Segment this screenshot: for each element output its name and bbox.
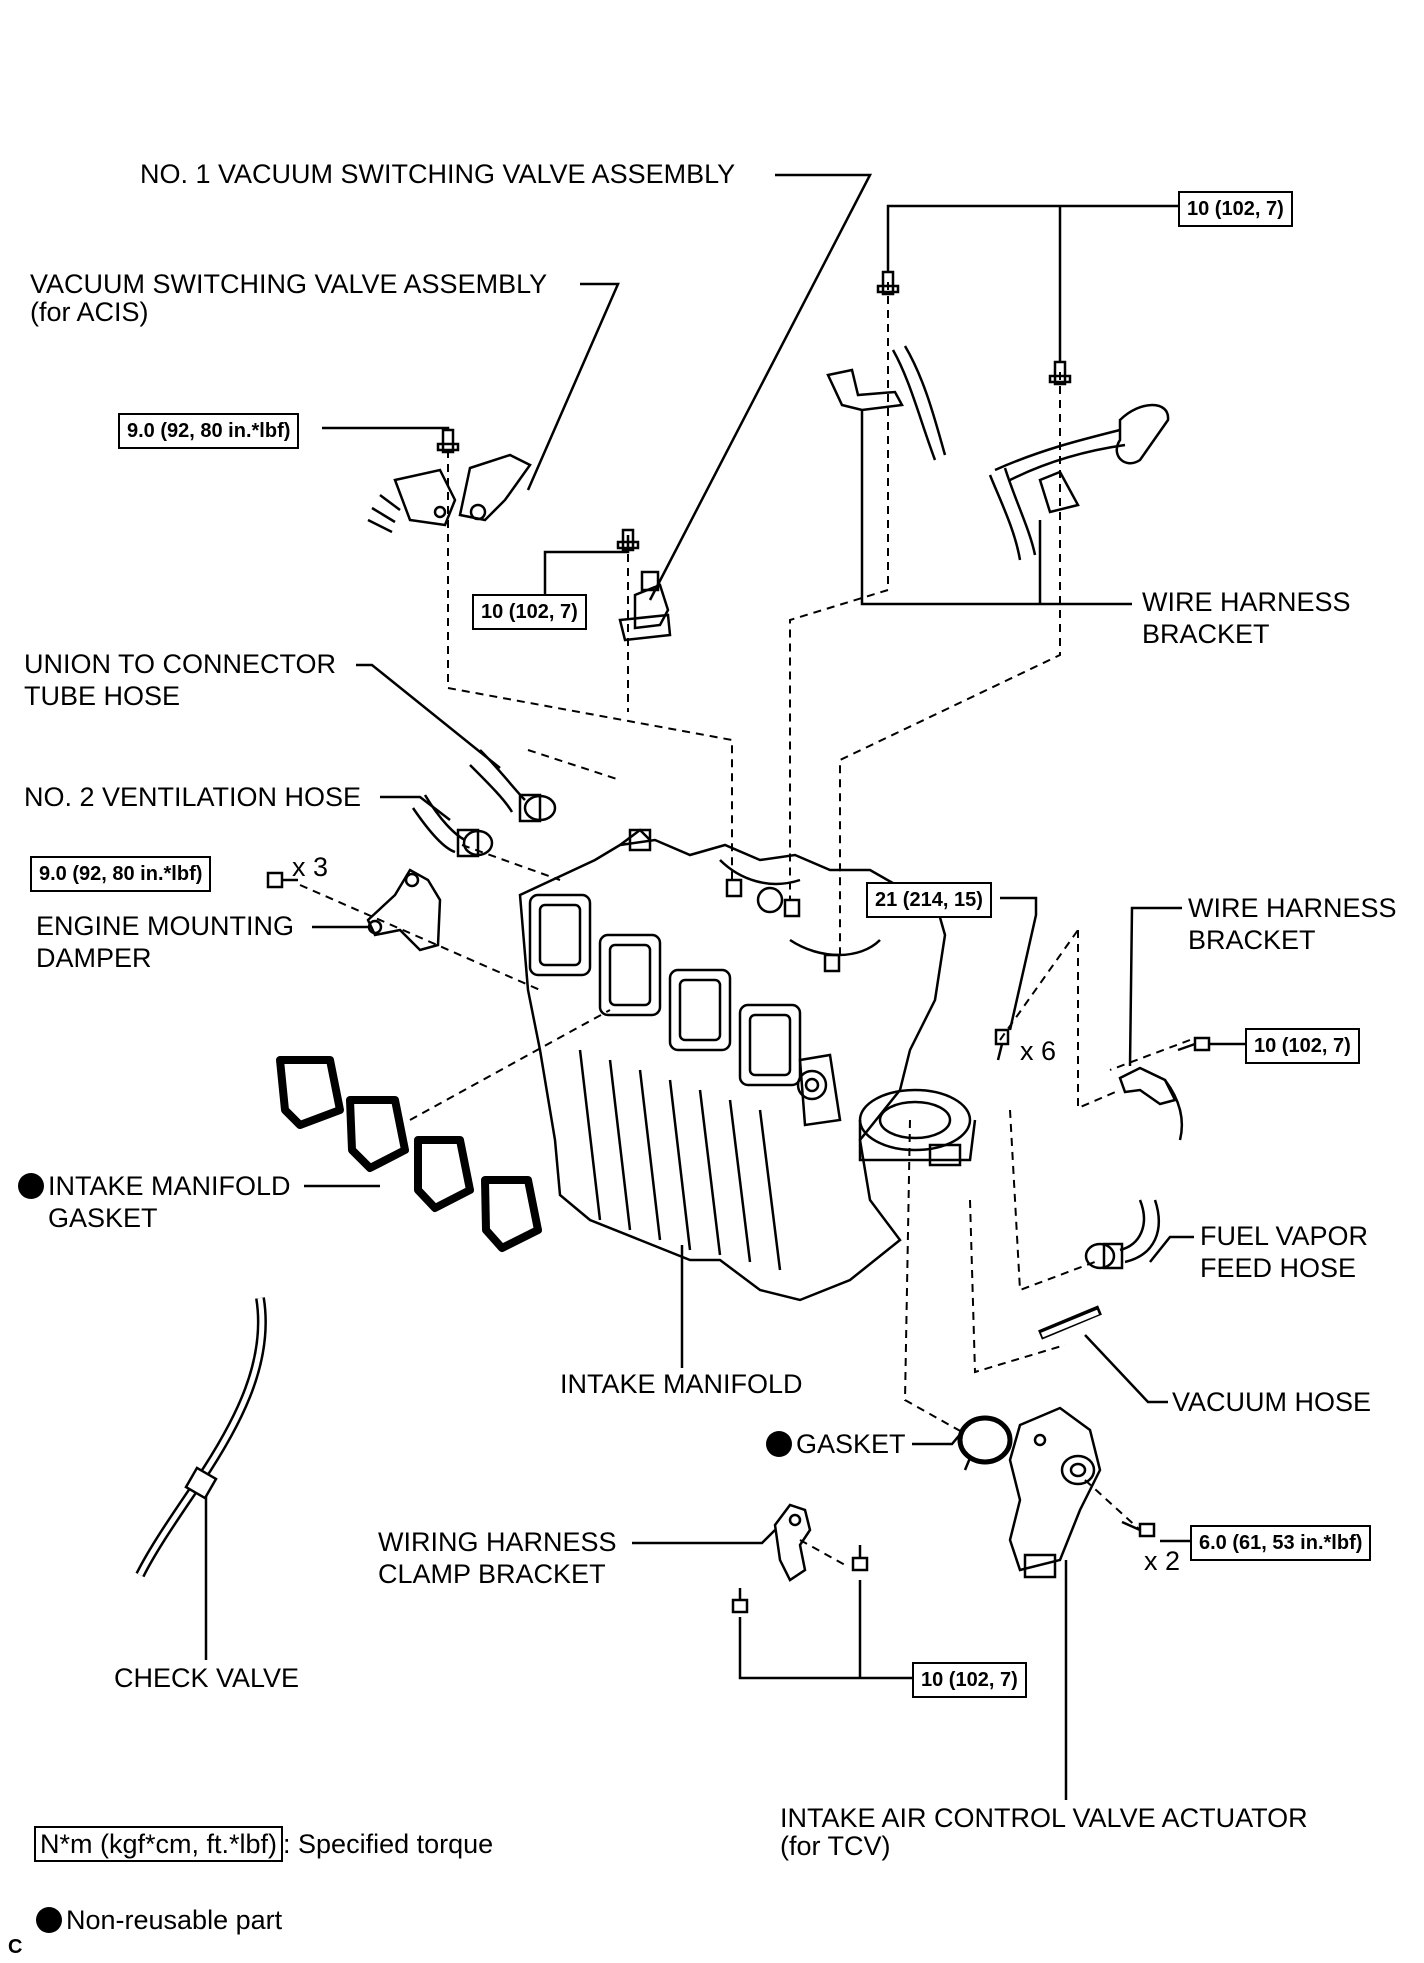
legend-torque: N*m (kgf*cm, ft.*lbf): Specified torque: [34, 1826, 493, 1862]
label-vsv1: NO. 1 VACUUM SWITCHING VALVE ASSEMBLY: [140, 159, 736, 189]
torque-box-actuator: 6.0 (61, 53 in.*lbf): [1190, 1525, 1372, 1561]
non-reusable-dot-icon: [36, 1907, 62, 1933]
torque-box-bracket-right: 10 (102, 7): [1245, 1028, 1360, 1064]
intake-manifold-part: [518, 828, 977, 1302]
bolt-vsv1: [616, 528, 640, 552]
label-union-hose: UNION TO CONNECTOR: [24, 649, 337, 679]
non-reusable-dot-icon: [766, 1431, 792, 1457]
clamp-bracket-part: [773, 1503, 812, 1582]
label-fuel-vapor-2: FEED HOSE: [1200, 1253, 1357, 1283]
wire-harness-bracket-top-left: [826, 345, 947, 461]
torque-box-top-right: 10 (102, 7): [1178, 191, 1293, 227]
bolt-bracket-right: [1177, 1036, 1211, 1052]
bolt-manifold: [994, 1028, 1010, 1061]
check-valve-part: [135, 1297, 267, 1578]
label-gasket: GASKET: [766, 1428, 906, 1460]
label-vsv-acis: VACUUM SWITCHING VALVE ASSEMBLY: [30, 269, 548, 299]
vsv-acis-part: [367, 453, 532, 534]
wire-harness-top-right: [988, 403, 1170, 561]
label-vsv-acis-note: (for ACIS): [30, 297, 149, 327]
legend-nonreusable: Non-reusable part: [36, 1905, 282, 1936]
fuel-vapor-feed-hose-part: [1084, 1199, 1160, 1270]
bolt-actuator: [1121, 1520, 1156, 1538]
bolt-acis: [436, 428, 460, 454]
wire-harness-bracket-right-part: [1118, 1066, 1184, 1141]
label-actuator: INTAKE AIR CONTROL VALVE ACTUATOR: [780, 1803, 1308, 1833]
bolt-clamp-right: [851, 1545, 869, 1572]
label-gasket-text: GASKET: [796, 1429, 906, 1459]
label-intake-manifold-gasket-text: INTAKE MANIFOLD: [48, 1171, 291, 1201]
gasket-ring-part: [957, 1415, 1013, 1471]
ventilation-hose-part: [411, 794, 494, 858]
label-clamp-bracket-2: CLAMP BRACKET: [378, 1559, 606, 1589]
torque-box-clamp: 10 (102, 7): [912, 1662, 1027, 1698]
torque-box-vsv1: 10 (102, 7): [472, 594, 587, 630]
label-vacuum-hose: VACUUM HOSE: [1172, 1387, 1372, 1417]
legend-torque-text: : Specified torque: [283, 1829, 494, 1859]
bolt-mount: [266, 871, 298, 889]
label-fuel-vapor: FUEL VAPOR: [1200, 1221, 1369, 1251]
label-intake-manifold-gasket-2: GASKET: [48, 1203, 158, 1233]
torque-box-mount: 9.0 (92, 80 in.*lbf): [30, 856, 212, 892]
label-engine-mounting-2: DAMPER: [36, 943, 152, 973]
dashed-alignment-lines: [299, 282, 1191, 1566]
non-reusable-dot-icon: [18, 1173, 44, 1199]
bolt-top-right: [1048, 360, 1072, 386]
multiplier-mount: x 3: [292, 852, 329, 882]
label-actuator-2: (for TCV): [780, 1831, 891, 1861]
bolt-top-left: [876, 270, 900, 296]
label-ventilation-hose: NO. 2 VENTILATION HOSE: [24, 782, 362, 812]
legend-nonreusable-text: Non-reusable part: [66, 1905, 283, 1935]
vsv1-part: [618, 570, 672, 642]
corner-code: C: [8, 1936, 23, 1958]
label-check-valve: CHECK VALVE: [114, 1663, 300, 1693]
multiplier-manifold: x 6: [1020, 1036, 1057, 1066]
intake-manifold-gasket-part: [276, 1056, 542, 1252]
union-hose-part: [469, 749, 557, 823]
leader-lines: [204, 173, 1245, 1800]
label-wire-harness-bracket-top: WIRE HARNESS: [1142, 587, 1351, 617]
torque-box-acis: 9.0 (92, 80 in.*lbf): [118, 413, 300, 449]
engine-mounting-damper-part: [366, 868, 442, 952]
label-wire-harness-bracket-right-2: BRACKET: [1188, 925, 1316, 955]
label-wire-harness-bracket-top-2: BRACKET: [1142, 619, 1270, 649]
label-wire-harness-bracket-right: WIRE HARNESS: [1188, 893, 1397, 923]
legend-torque-box: N*m (kgf*cm, ft.*lbf): [34, 1826, 284, 1862]
label-intake-manifold-gasket: INTAKE MANIFOLD: [18, 1170, 291, 1202]
actuator-part: [1008, 1406, 1102, 1579]
vacuum-hose-part: [1038, 1305, 1102, 1340]
label-clamp-bracket: WIRING HARNESS: [378, 1527, 617, 1557]
bolt-clamp-left: [731, 1588, 749, 1614]
multiplier-actuator: x 2: [1144, 1546, 1181, 1576]
label-union-hose-2: TUBE HOSE: [24, 681, 181, 711]
label-engine-mounting: ENGINE MOUNTING: [36, 911, 295, 941]
torque-box-manifold: 21 (214, 15): [866, 882, 992, 918]
label-intake-manifold: INTAKE MANIFOLD: [560, 1369, 803, 1399]
